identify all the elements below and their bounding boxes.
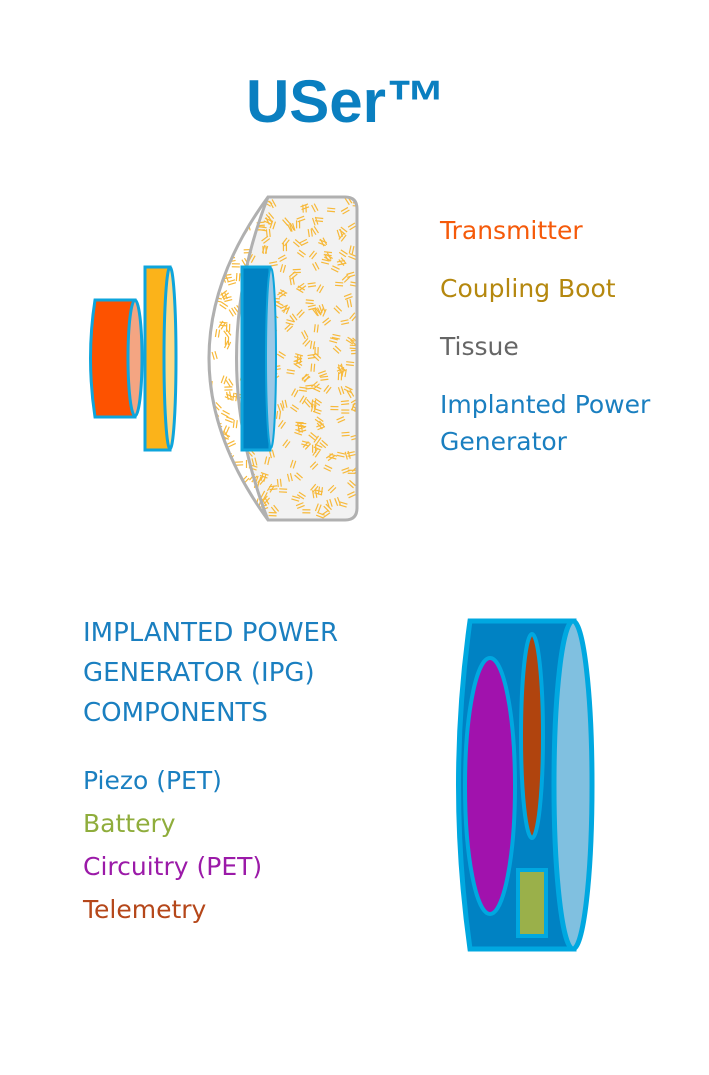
- battery-shape: [516, 868, 548, 938]
- ipg-components-diagram: [456, 618, 595, 952]
- component-telemetry: Telemetry: [83, 895, 207, 924]
- components-heading-line3: COMPONENTS: [83, 698, 268, 728]
- coupling-boot-shape: [143, 265, 178, 452]
- label-ipg-line1: Implanted Power: [440, 390, 651, 419]
- implanted-generator-shape: [240, 265, 277, 452]
- component-battery: Battery: [83, 809, 176, 838]
- components-heading-line1: IMPLANTED POWER: [83, 618, 339, 648]
- circuitry-shape: [463, 656, 517, 916]
- telemetry-shape: [519, 632, 545, 840]
- label-tissue: Tissue: [440, 332, 519, 361]
- page-title: USer™: [245, 68, 447, 135]
- component-piezo: Piezo (PET): [83, 766, 222, 795]
- label-transmitter: Transmitter: [440, 216, 583, 245]
- label-coupling-boot: Coupling Boot: [440, 274, 616, 303]
- components-heading-line2: GENERATOR (IPG): [83, 658, 315, 688]
- label-ipg-line2: Generator: [440, 427, 567, 456]
- piezo-shape: [551, 618, 595, 952]
- component-circuitry: Circuitry (PET): [83, 852, 263, 881]
- transmitter-shape: [89, 298, 144, 419]
